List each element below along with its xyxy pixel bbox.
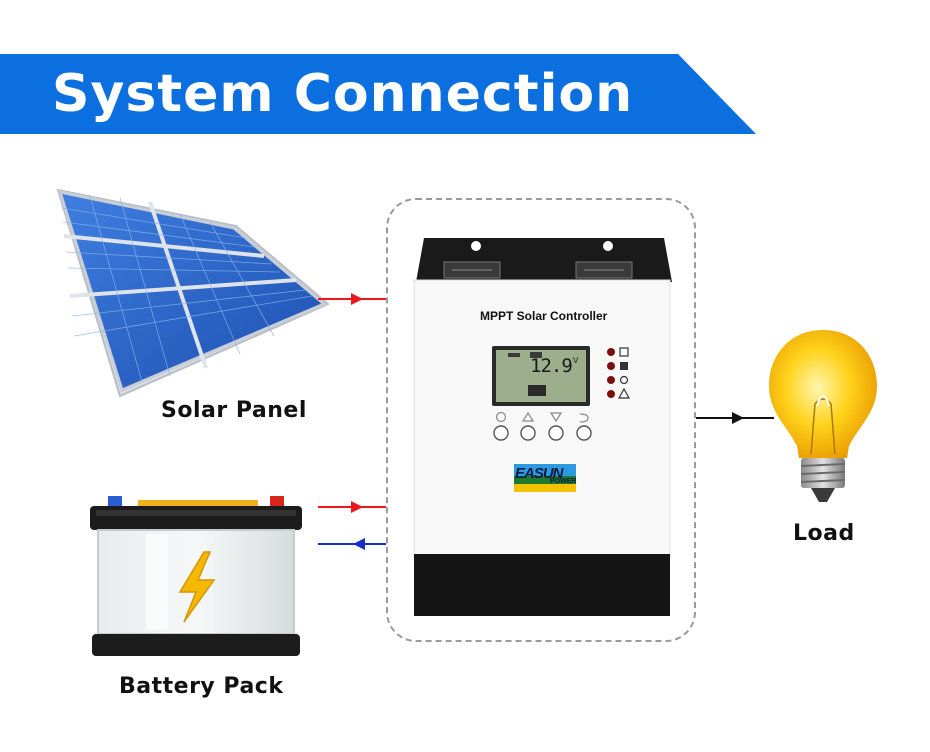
down-arrow-icon: [549, 412, 563, 423]
battery-image: [90, 496, 302, 656]
load-label: Load: [793, 521, 855, 546]
solar-panel-image: [56, 188, 330, 398]
banner-shape: [0, 54, 756, 134]
mppt-controller: [413, 238, 672, 616]
battery-charge-arrow-head: [351, 501, 363, 513]
positive-terminal: [270, 496, 284, 508]
set-button: [493, 425, 509, 441]
down-button: [548, 425, 564, 441]
page-title: System Connection: [52, 64, 634, 124]
battery-discharge-arrow-head: [353, 538, 365, 550]
brand-logo-sub: POWER: [550, 478, 577, 485]
mount-hole-left: [471, 241, 481, 251]
battery-pack-label: Battery Pack: [119, 674, 284, 699]
lcd-battery-icon: [528, 385, 546, 396]
enter-button: [576, 425, 592, 441]
title-banner: System Connection: [0, 54, 760, 134]
return-icon: [579, 413, 589, 423]
up-arrow-icon: [521, 411, 535, 422]
lcd-voltage-unit: V: [573, 356, 579, 365]
controller-model-title: MPPT Solar Controller: [480, 309, 608, 323]
gear-icon: [495, 411, 507, 423]
up-button: [520, 425, 536, 441]
light-bulb-image: [769, 330, 877, 502]
controller-frame: [386, 198, 696, 642]
load-arrow-head: [732, 412, 744, 424]
negative-terminal: [108, 496, 122, 508]
input-arrows: [318, 293, 386, 550]
brand-logo-main: EASUN: [515, 465, 564, 482]
mount-hole-right: [603, 241, 613, 251]
solar-arrow-head: [351, 293, 363, 305]
output-arrow: [696, 412, 774, 424]
lcd-voltage-value: 12.9: [530, 355, 573, 377]
lightning-bolt-icon: [178, 551, 216, 623]
solar-panel-label: Solar Panel: [161, 398, 307, 423]
